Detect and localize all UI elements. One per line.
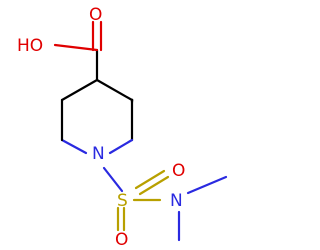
molecule-structure: HO O N S O O N [17,5,228,250]
atom-ring-nitrogen: N [92,144,105,164]
bond-c2-n1 [108,138,134,155]
bond-s-o-top-b [138,175,170,196]
atom-amine-nitrogen: N [170,191,183,211]
bond-carboxyl-oh [53,43,99,52]
bond-n1-s [102,166,124,193]
bond-c4-c3 [95,78,134,102]
atom-carbonyl-oxygen: O [89,5,102,25]
bond-n1-c6 [60,138,88,155]
bond-c5-c4 [60,78,99,102]
atom-hydroxyl: HO [17,36,43,56]
atom-sulfur: S [117,191,128,211]
atom-sulfonyl-oxygen-bottom: O [115,230,128,250]
atom-sulfonyl-oxygen-top: O [172,161,185,181]
bond-s-o-top-a [134,169,166,190]
bond-n-methyl-right [186,175,228,195]
